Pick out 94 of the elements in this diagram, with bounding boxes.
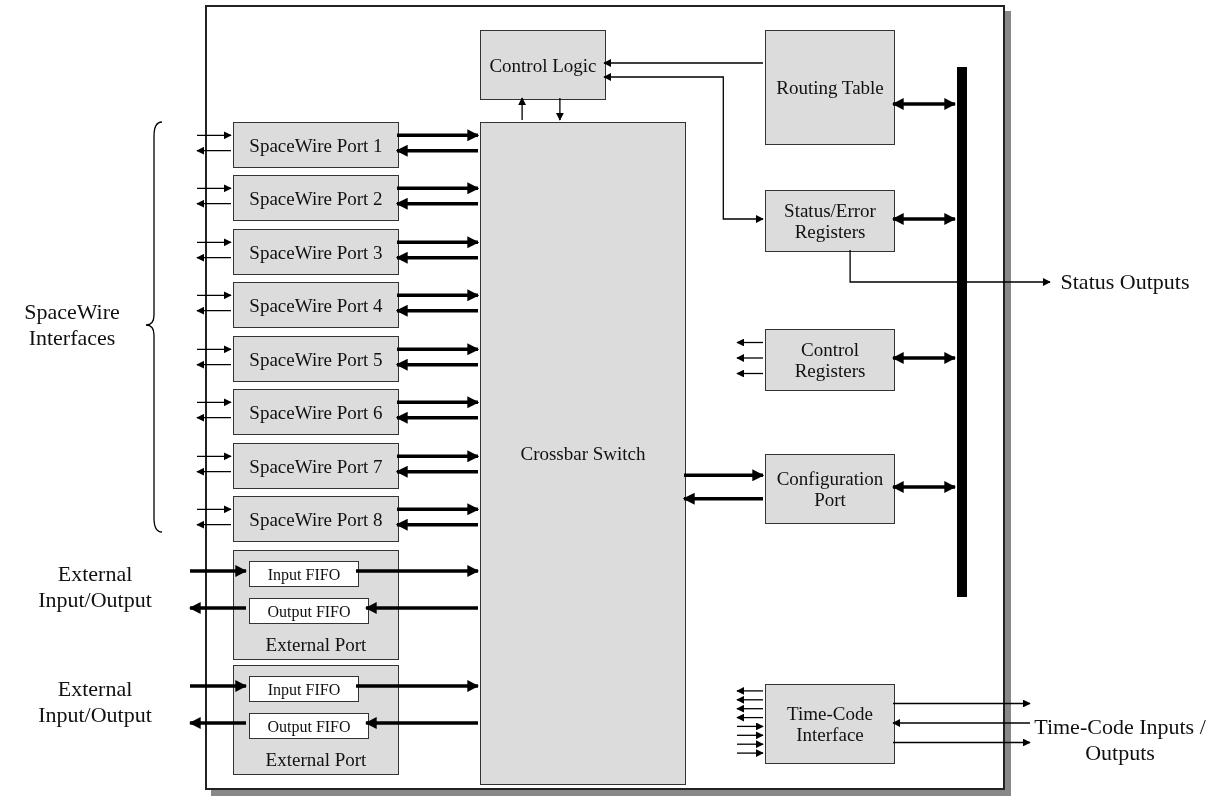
arrow xyxy=(196,306,232,315)
arrow xyxy=(397,343,480,356)
arrow xyxy=(397,129,480,142)
arrow xyxy=(682,492,763,505)
arrow xyxy=(196,291,232,300)
arrow xyxy=(395,304,478,317)
arrow xyxy=(356,680,480,692)
arrow xyxy=(736,749,764,757)
arrow xyxy=(188,602,246,614)
arrow xyxy=(196,505,232,514)
group-label: SpaceWire Interfaces xyxy=(23,298,121,352)
block-box: Configuration Port xyxy=(765,454,895,524)
arrow xyxy=(196,520,232,529)
arrow xyxy=(196,238,232,247)
io-label: Status Outputs xyxy=(1050,252,1200,312)
arrow xyxy=(395,411,478,424)
block-box: SpaceWire Port 6 xyxy=(233,389,399,435)
arrow xyxy=(196,184,232,193)
arrow xyxy=(196,345,232,354)
arrow xyxy=(196,360,232,369)
arrow xyxy=(190,680,248,692)
block-box: Control Registers xyxy=(765,329,895,391)
arrow xyxy=(196,146,232,155)
arrow xyxy=(196,398,232,407)
arrow xyxy=(397,396,480,409)
arrow xyxy=(397,236,480,249)
io-label: External Input/Output xyxy=(0,553,190,621)
block-box: Control Logic xyxy=(480,30,606,100)
arrow xyxy=(556,97,564,121)
arrow xyxy=(736,695,764,704)
arrow xyxy=(196,199,232,208)
arrow xyxy=(397,289,480,302)
fifo-box: Input FIFO xyxy=(249,561,359,587)
arrow xyxy=(736,722,764,731)
block-box: Crossbar Switch xyxy=(480,122,686,785)
arrow xyxy=(736,740,764,749)
arrow xyxy=(190,565,248,577)
fifo-box: Output FIFO xyxy=(249,713,369,739)
block-box: SpaceWire Port 2 xyxy=(233,175,399,221)
port-box xyxy=(233,665,399,775)
arrow xyxy=(849,249,1051,286)
arrow xyxy=(395,465,478,478)
arrow xyxy=(736,687,764,695)
arrow xyxy=(891,213,957,225)
arrow xyxy=(397,450,480,463)
io-label: External Input/Output xyxy=(0,668,190,736)
arrow xyxy=(196,131,232,140)
fifo-box: Output FIFO xyxy=(249,598,369,624)
block-box: SpaceWire Port 1 xyxy=(233,122,399,168)
block-box: Time-Code Interface xyxy=(765,684,895,764)
box-title: External Port xyxy=(264,749,368,770)
arrow xyxy=(395,197,478,210)
block-box: SpaceWire Port 3 xyxy=(233,229,399,275)
arrow xyxy=(736,354,764,362)
arrow xyxy=(196,467,232,476)
arrow xyxy=(518,97,526,121)
block-box: SpaceWire Port 8 xyxy=(233,496,399,542)
arrow xyxy=(891,98,957,110)
arrow xyxy=(196,413,232,422)
arrow xyxy=(395,518,478,531)
arrow xyxy=(395,144,478,157)
arrow xyxy=(736,369,764,378)
arrow xyxy=(356,565,480,577)
arrow xyxy=(892,738,1031,747)
arrow xyxy=(364,717,478,729)
arrow xyxy=(736,704,764,713)
arrow xyxy=(736,731,764,740)
arrow xyxy=(891,352,957,364)
arrow xyxy=(892,719,1031,727)
arrow xyxy=(395,251,478,264)
arrow xyxy=(891,481,957,493)
arrow xyxy=(603,73,764,223)
arrow xyxy=(364,602,478,614)
fifo-box: Input FIFO xyxy=(249,676,359,702)
arrow xyxy=(892,699,1031,708)
arrow xyxy=(196,253,232,262)
block-box: SpaceWire Port 4 xyxy=(233,282,399,328)
block-box: Routing Table xyxy=(765,30,895,145)
arrow xyxy=(603,59,764,67)
arrow xyxy=(196,452,232,461)
arrow xyxy=(397,182,480,195)
port-box xyxy=(233,550,399,660)
arrow xyxy=(395,358,478,371)
arrow xyxy=(736,713,764,722)
io-label: Time-Code Inputs / Outputs xyxy=(1030,684,1210,796)
arrow xyxy=(736,338,764,347)
arrow xyxy=(188,717,246,729)
arrow xyxy=(684,469,765,482)
arrow xyxy=(397,503,480,516)
block-box: SpaceWire Port 7 xyxy=(233,443,399,489)
block-box: SpaceWire Port 5 xyxy=(233,336,399,382)
block-box: Status/Error Registers xyxy=(765,190,895,252)
bus-bar xyxy=(957,67,967,597)
box-title: External Port xyxy=(264,634,368,655)
